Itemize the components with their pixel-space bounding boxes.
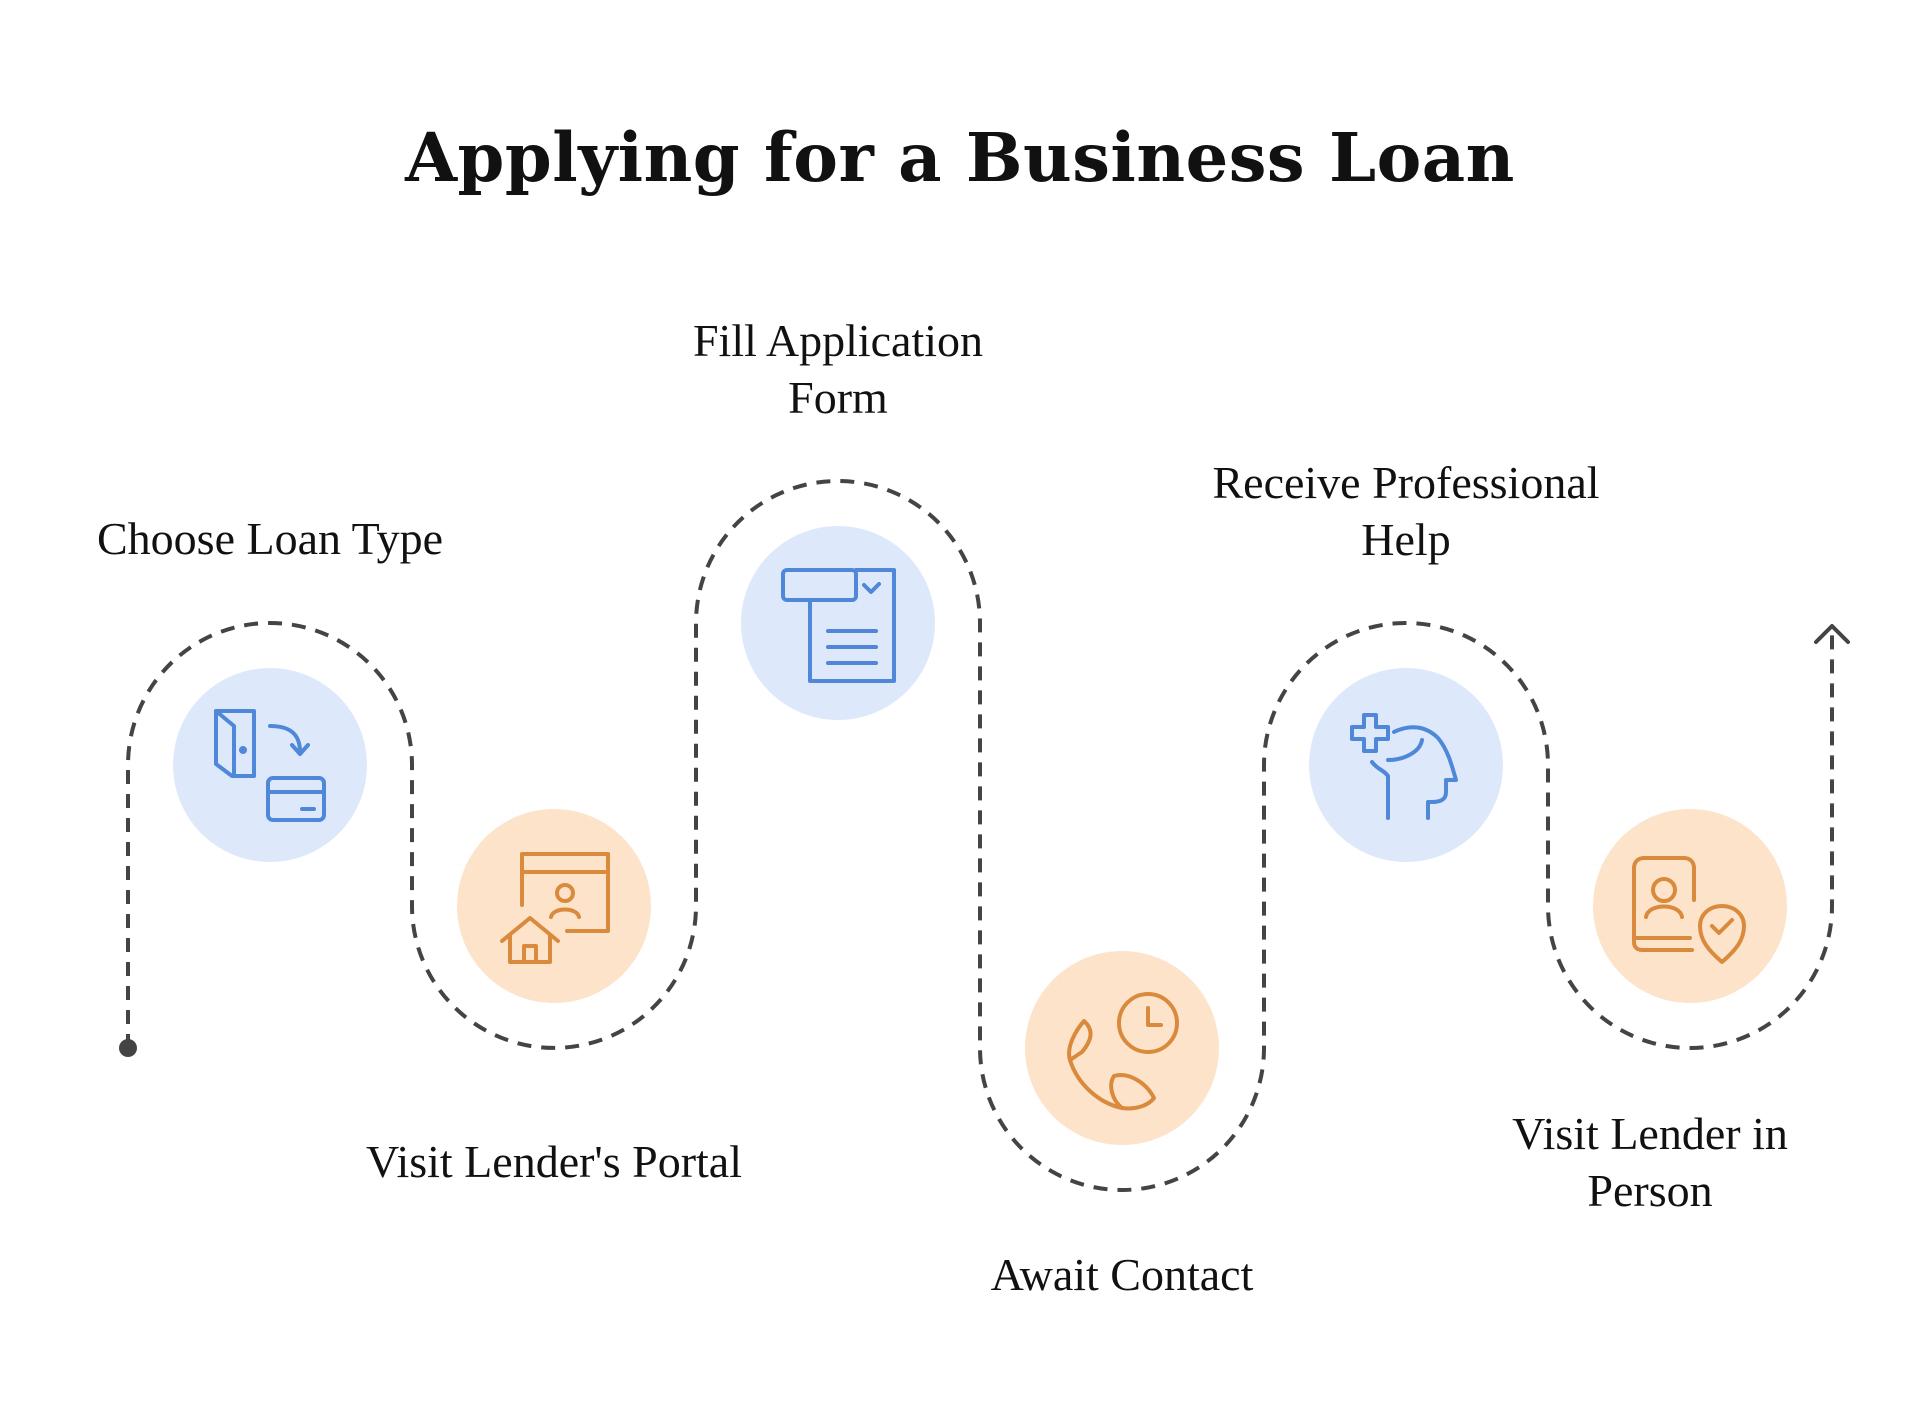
step-5-label: Receive Professional Help bbox=[1212, 457, 1600, 565]
step-4-node bbox=[1025, 951, 1219, 1145]
step-6-label: Visit Lender in Person bbox=[1512, 1108, 1788, 1216]
step-6-node bbox=[1593, 809, 1787, 1003]
wallet-card-exchange-icon bbox=[214, 709, 326, 822]
path-end-arrow bbox=[1814, 624, 1850, 644]
process-path bbox=[126, 479, 1834, 1192]
step-4-label: Await Contact bbox=[990, 1249, 1254, 1300]
step-2-label: Visit Lender's Portal bbox=[365, 1136, 743, 1187]
home-portal-icon bbox=[500, 852, 610, 964]
medical-help-head-icon bbox=[1350, 713, 1458, 820]
id-badge-location-icon bbox=[1632, 856, 1746, 964]
phone-clock-icon bbox=[1067, 992, 1179, 1111]
page-title: Applying for a Business Loan bbox=[405, 118, 1515, 197]
step-3-node bbox=[741, 526, 935, 720]
path-start-dot bbox=[119, 1039, 137, 1057]
application-form-icon bbox=[781, 568, 896, 683]
step-1-node bbox=[173, 668, 367, 862]
step-2-node bbox=[457, 809, 651, 1003]
step-1-label: Choose Loan Type bbox=[97, 513, 443, 564]
step-5-node bbox=[1309, 668, 1503, 862]
step-3-label: Fill Application Form bbox=[692, 315, 984, 423]
